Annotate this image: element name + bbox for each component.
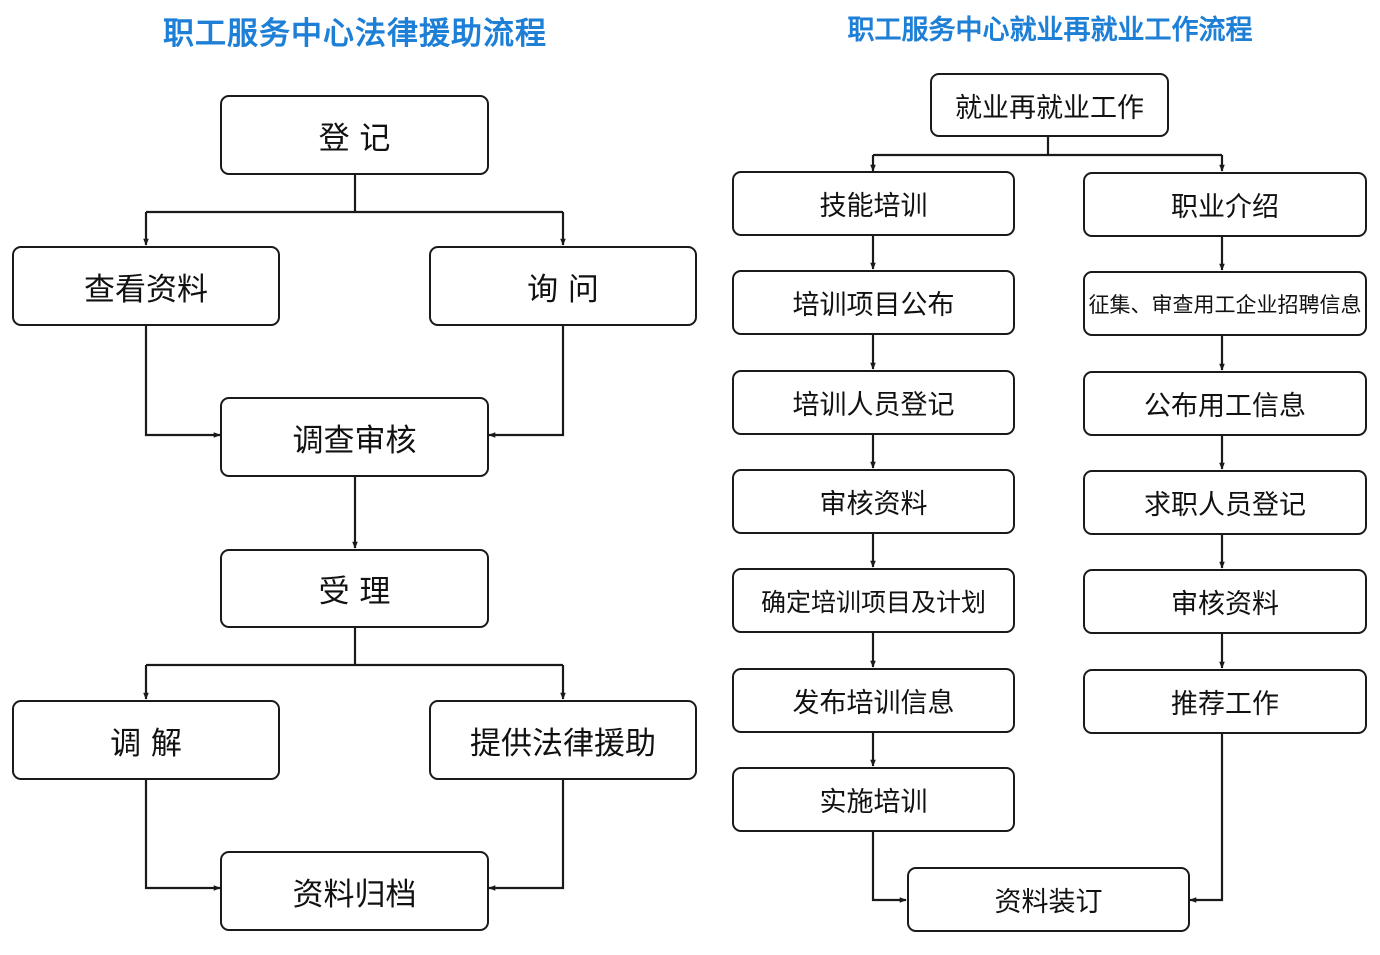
node-root: 就业再就业工作: [930, 73, 1169, 137]
connector-arrow: [488, 326, 565, 438]
node-accept: 受 理: [220, 549, 489, 628]
right-flowchart-title: 职工服务中心就业再就业工作流程: [847, 15, 1253, 46]
connector-arrow: [144, 780, 221, 891]
node-training-4: 审核资料: [732, 469, 1015, 534]
node-training-6: 发布培训信息: [732, 668, 1015, 733]
node-mediate: 调 解: [12, 700, 280, 780]
node-training-2: 培训项目公布: [732, 270, 1015, 335]
node-placement-4: 求职人员登记: [1083, 470, 1367, 535]
node-training-3: 培训人员登记: [732, 370, 1015, 435]
left-flowchart-title: 职工服务中心法律援助流程: [163, 16, 547, 52]
node-placement-3: 公布用工信息: [1083, 371, 1367, 436]
connector-arrow: [144, 326, 221, 438]
node-inquire: 询 问: [429, 246, 697, 326]
node-binding: 资料装订: [907, 867, 1190, 932]
node-placement-1: 职业介绍: [1083, 172, 1367, 237]
node-view-docs: 查看资料: [12, 246, 280, 326]
node-training-5: 确定培训项目及计划: [732, 568, 1015, 633]
node-placement-2: 征集、审查用工企业招聘信息: [1083, 271, 1367, 336]
node-investigate: 调查审核: [220, 397, 489, 477]
node-legal-aid: 提供法律援助: [429, 700, 697, 780]
node-placement-5: 审核资料: [1083, 569, 1367, 634]
node-register: 登 记: [220, 95, 489, 175]
node-training-7: 实施培训: [732, 767, 1015, 832]
node-placement-6: 推荐工作: [1083, 669, 1367, 734]
connector-arrow: [871, 832, 907, 903]
connector-arrow: [1189, 734, 1224, 903]
node-archive: 资料归档: [220, 851, 489, 931]
node-training-1: 技能培训: [732, 171, 1015, 236]
connector-arrow: [488, 780, 565, 891]
